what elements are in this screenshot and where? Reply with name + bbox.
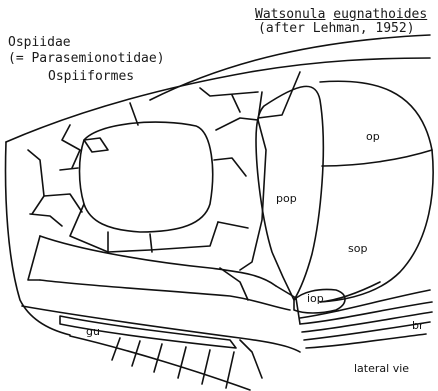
dorsal-suture — [62, 125, 80, 168]
label-iop: iop — [307, 292, 324, 305]
branchiostegal-ray — [178, 347, 186, 378]
jaw-line — [28, 236, 40, 280]
label-gu: gu — [86, 325, 100, 338]
coronoid-suture — [276, 286, 300, 324]
infraorbital-series — [70, 204, 218, 252]
subopercle-lower — [320, 282, 380, 302]
opercle-suture — [322, 150, 432, 166]
branchiostegal-ray — [306, 334, 426, 348]
snout-suture — [28, 150, 44, 214]
dorsal-suture — [232, 95, 240, 112]
snout-suture — [60, 168, 78, 170]
view-caption: lateral vie — [354, 362, 409, 375]
dorsal-suture — [200, 88, 258, 96]
lower-jaw-upper — [40, 280, 290, 310]
infraorbital-suture — [218, 222, 248, 228]
ventral-outline — [240, 340, 262, 378]
dorsal-suture — [258, 72, 300, 118]
orbit-notch — [84, 138, 108, 152]
infraorbital-suture — [214, 158, 246, 176]
opercle-outline — [320, 81, 433, 302]
label-op: op — [366, 130, 380, 143]
upper-jaw — [40, 236, 276, 286]
label-br: br — [412, 319, 424, 332]
branchiostegal-ray — [202, 350, 210, 384]
snout-outline — [6, 142, 70, 335]
label-sop: sop — [348, 242, 367, 255]
dorsal-suture — [130, 103, 138, 125]
snout-suture — [30, 214, 62, 226]
postorbital-outline — [216, 118, 266, 270]
ventral-outline — [70, 336, 250, 390]
label-pop: pop — [276, 192, 297, 205]
snout-suture — [44, 194, 82, 212]
